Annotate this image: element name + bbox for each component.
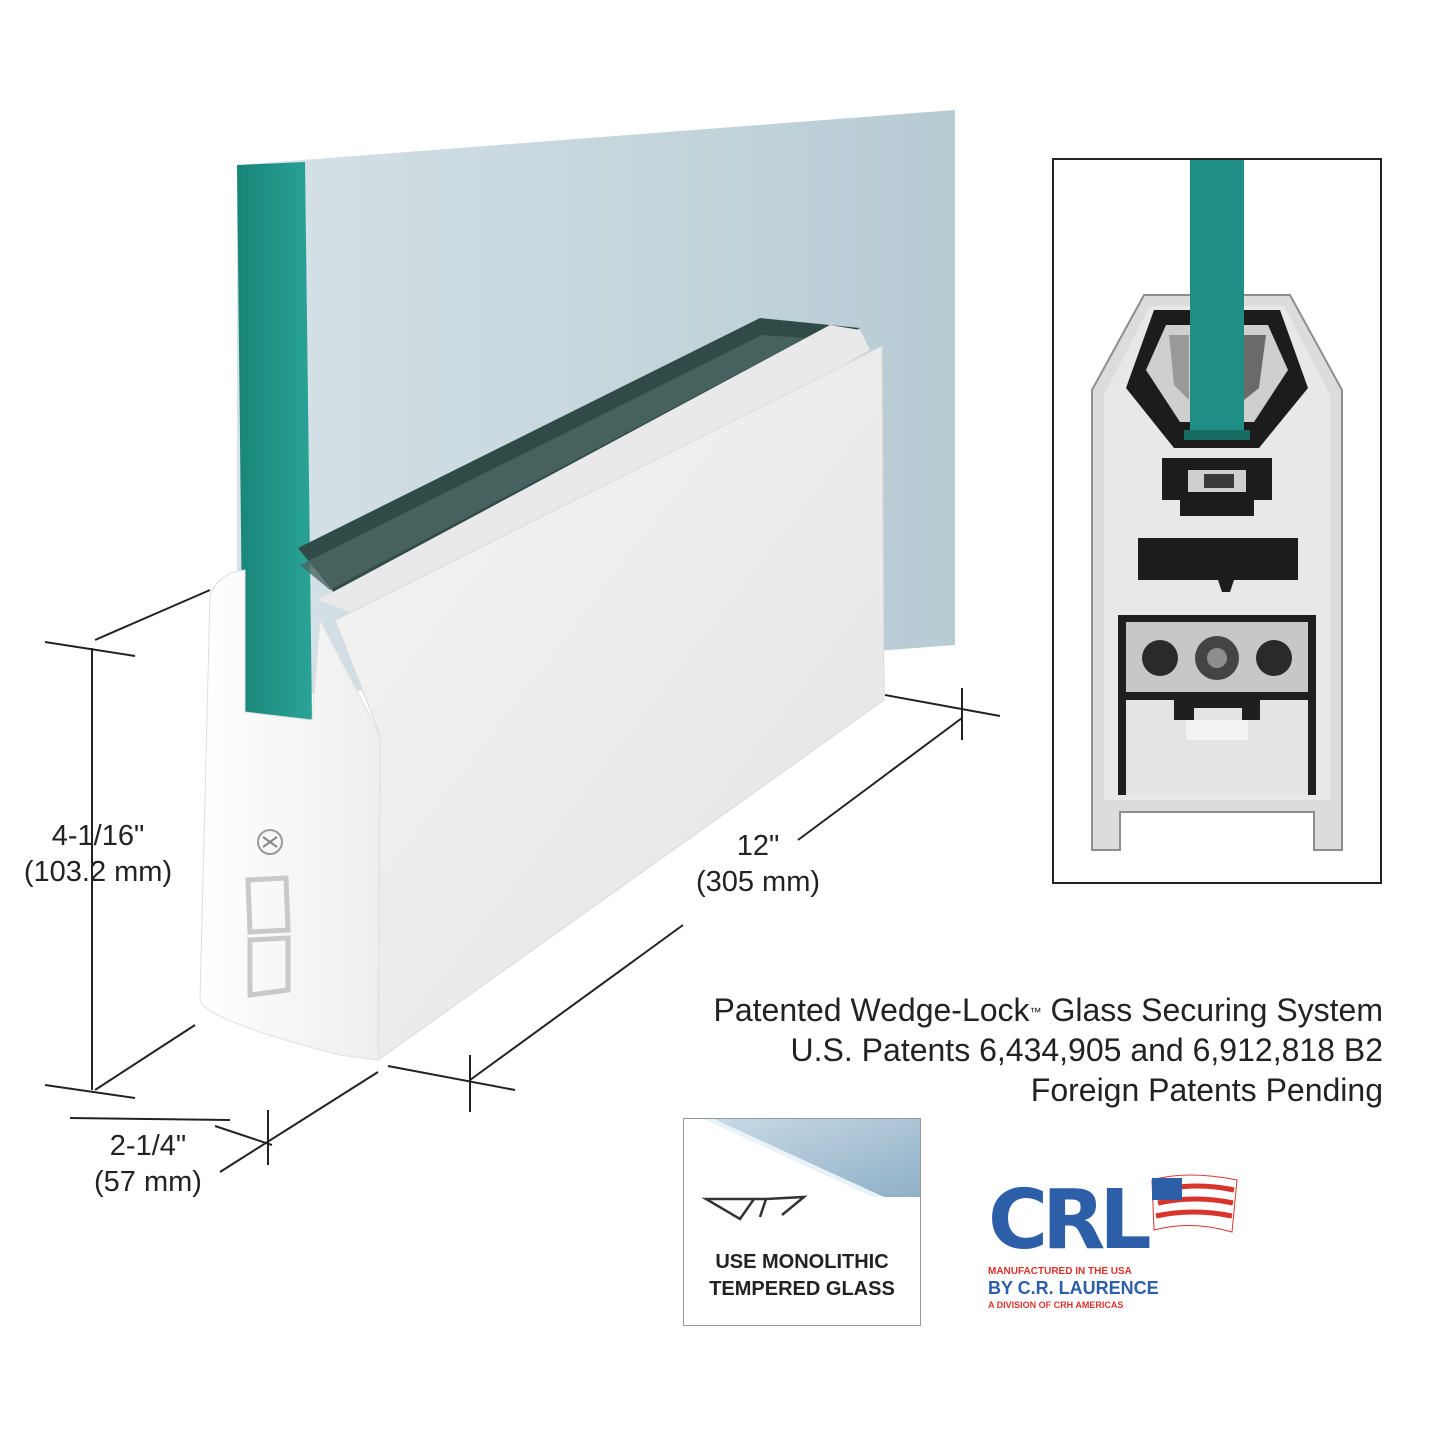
patent-line-1: Patented Wedge-Lock™ Glass Securing Syst…: [713, 992, 1383, 1028]
logo-tagline: MANUFACTURED IN THE USA: [988, 1266, 1132, 1277]
dimension-lines: [44, 589, 1001, 1173]
width-imperial: 2-1/4": [109, 1130, 187, 1162]
patent-line-2: U.S. Patents 6,434,905 and 6,912,818 B2: [790, 1032, 1383, 1068]
embossed-logo-icon: [245, 875, 291, 998]
tempered-glass-badge: USE MONOLITHIC TEMPERED GLASS: [683, 1118, 921, 1326]
length-metric: (305 mm): [695, 866, 821, 898]
base-shoe-top: [318, 325, 870, 625]
width-metric: (57 mm): [94, 1166, 202, 1198]
badge-line-1: USE MONOLITHIC: [715, 1251, 889, 1273]
glass-break-icon: [701, 1195, 808, 1221]
crl-logo: CRL MANUFACTURED IN THE USA BY C.R. LAUR…: [982, 1170, 1244, 1330]
height-dimension-label: 4-1/16" (103.2 mm): [8, 818, 188, 890]
length-dimension-label: 12" (305 mm): [668, 828, 848, 900]
cross-section-diagram: [1091, 160, 1343, 851]
width-dimension-label: 2-1/4" (57 mm): [68, 1128, 228, 1200]
height-metric: (103.2 mm): [23, 856, 173, 888]
patent-text: Patented Wedge-Lock™ Glass Securing Syst…: [713, 990, 1383, 1110]
glass-edge-section: [1190, 160, 1244, 440]
length-imperial: 12": [736, 830, 780, 862]
logo-byline: BY C.R. LAURENCE: [988, 1278, 1159, 1298]
base-shoe-front: [334, 345, 885, 1061]
height-imperial: 4-1/16": [51, 820, 145, 852]
patent-line-3: Foreign Patents Pending: [1030, 1072, 1383, 1108]
base-shoe-end-cap: [199, 569, 381, 1061]
logo-footer: A DIVISION OF CRH AMERICAS: [988, 1300, 1124, 1310]
glass-edge: [237, 162, 312, 720]
screw-icon: [257, 829, 283, 855]
logo-brand: CRL: [988, 1173, 1152, 1268]
flag-icon: [1151, 1174, 1238, 1233]
cross-section-inset: [1052, 158, 1382, 884]
badge-line-2: TEMPERED GLASS: [709, 1278, 895, 1300]
